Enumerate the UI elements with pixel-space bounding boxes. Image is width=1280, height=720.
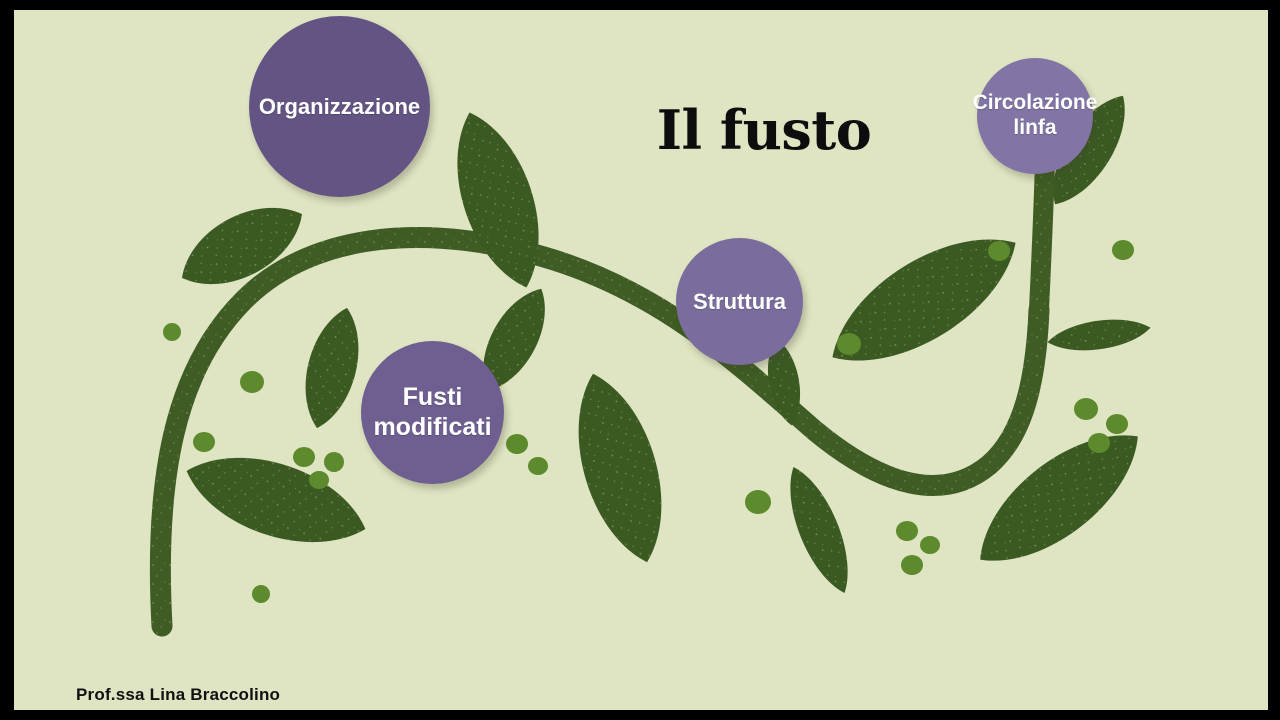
author-credit: Prof.ssa Lina Braccolino <box>76 685 281 704</box>
vine-dots-group <box>163 240 1134 603</box>
leaf <box>790 466 848 594</box>
dot <box>1112 240 1134 260</box>
dot <box>240 371 264 393</box>
topic-bubble-label: Fusti modificati <box>373 383 492 441</box>
leaf <box>457 112 539 288</box>
leaf <box>832 239 1016 361</box>
vine-stem-right <box>1029 150 1055 320</box>
dot <box>324 452 344 472</box>
topic-bubble-organizzazione[interactable]: Organizzazione <box>249 16 430 197</box>
dot <box>745 490 771 514</box>
vine-stem-group <box>149 150 1055 637</box>
dot <box>293 447 315 467</box>
slide-canvas: Il fusto Organizzazione Circolazione lin… <box>14 10 1268 710</box>
dot <box>1088 433 1110 453</box>
dot <box>506 434 528 454</box>
leaf <box>1047 319 1151 351</box>
dot <box>309 471 329 489</box>
dot <box>193 432 215 452</box>
dot <box>837 333 861 355</box>
dot <box>1106 414 1128 434</box>
leaf <box>578 373 662 563</box>
topic-bubble-fusti-modificati[interactable]: Fusti modificati <box>361 341 504 484</box>
topic-bubble-label: Organizzazione <box>258 93 421 119</box>
dot <box>163 323 181 341</box>
topic-bubble-struttura[interactable]: Struttura <box>676 238 803 365</box>
vine-stem-left <box>149 227 1050 637</box>
dot <box>896 521 918 541</box>
topic-bubble-circolazione-linfa[interactable]: Circolazione linfa <box>973 58 1097 174</box>
dot <box>920 536 940 554</box>
dot <box>1074 398 1098 420</box>
dot <box>988 241 1010 261</box>
leaf <box>181 207 303 285</box>
dot <box>528 457 548 475</box>
topic-bubble-label: Circolazione linfa <box>972 91 1098 139</box>
topic-bubble-label: Struttura <box>693 288 786 314</box>
dot <box>252 585 270 603</box>
dot <box>901 555 923 575</box>
page-title: Il fusto <box>656 98 872 163</box>
leaf <box>980 435 1138 561</box>
leaf <box>186 458 366 542</box>
leaf <box>305 307 359 429</box>
